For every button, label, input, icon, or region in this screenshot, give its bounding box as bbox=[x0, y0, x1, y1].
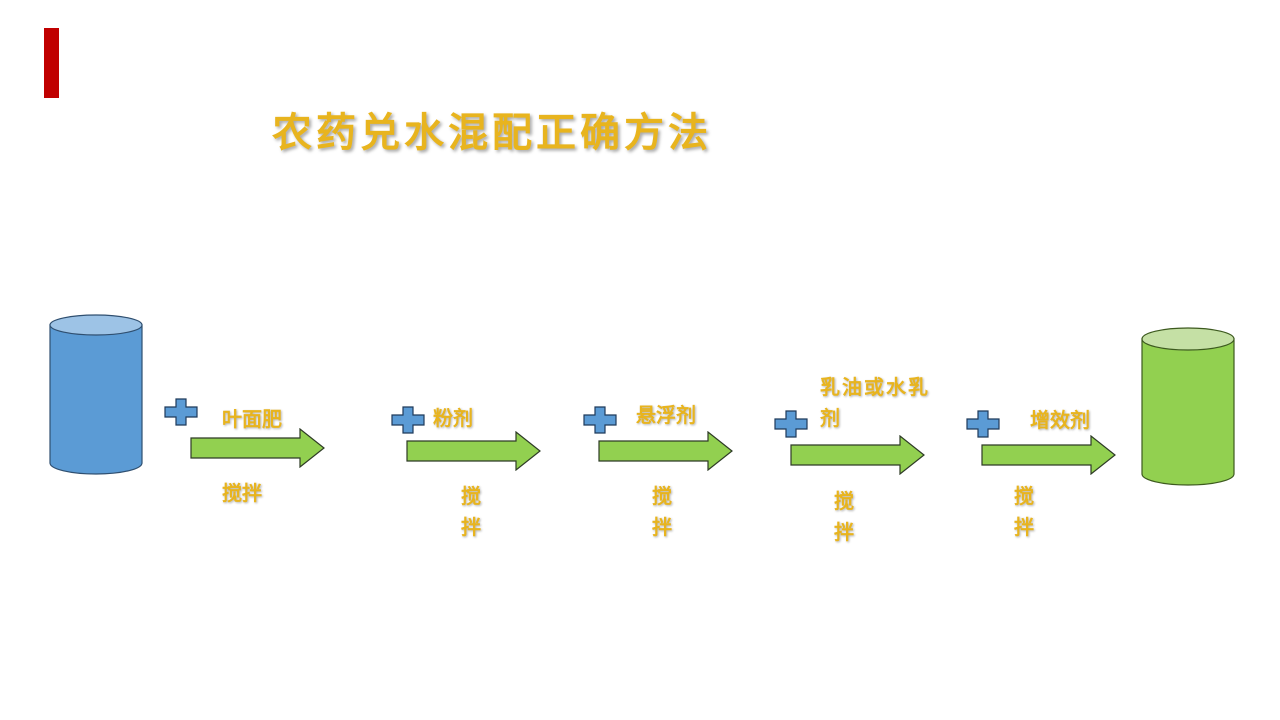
stir-label: 搅拌 bbox=[461, 484, 481, 539]
mixed-tank-end bbox=[1141, 327, 1235, 486]
flow-arrow bbox=[598, 431, 733, 471]
flow-arrow bbox=[406, 431, 541, 471]
slide-title: 农药兑水混配正确方法 bbox=[272, 109, 712, 156]
water-tank-start bbox=[49, 314, 143, 475]
additive-label: 叶面肥 bbox=[222, 407, 282, 431]
stir-label: 搅拌 bbox=[222, 481, 262, 505]
accent-bar bbox=[44, 28, 59, 98]
flow-arrow bbox=[981, 435, 1116, 475]
stir-label: 搅拌 bbox=[652, 484, 672, 539]
plus-icon bbox=[391, 406, 425, 434]
plus-icon bbox=[966, 410, 1000, 438]
stir-label: 搅拌 bbox=[834, 489, 854, 544]
flow-arrow bbox=[790, 435, 925, 475]
plus-icon bbox=[774, 410, 808, 438]
additive-label: 悬浮剂 bbox=[636, 403, 696, 427]
stir-label: 搅拌 bbox=[1014, 484, 1034, 539]
additive-label: 乳油或水乳剂 bbox=[820, 375, 930, 430]
additive-label: 增效剂 bbox=[1030, 408, 1090, 432]
plus-icon bbox=[164, 398, 198, 426]
plus-icon bbox=[583, 406, 617, 434]
additive-label: 粉剂 bbox=[433, 406, 473, 430]
flow-arrow bbox=[190, 428, 325, 468]
